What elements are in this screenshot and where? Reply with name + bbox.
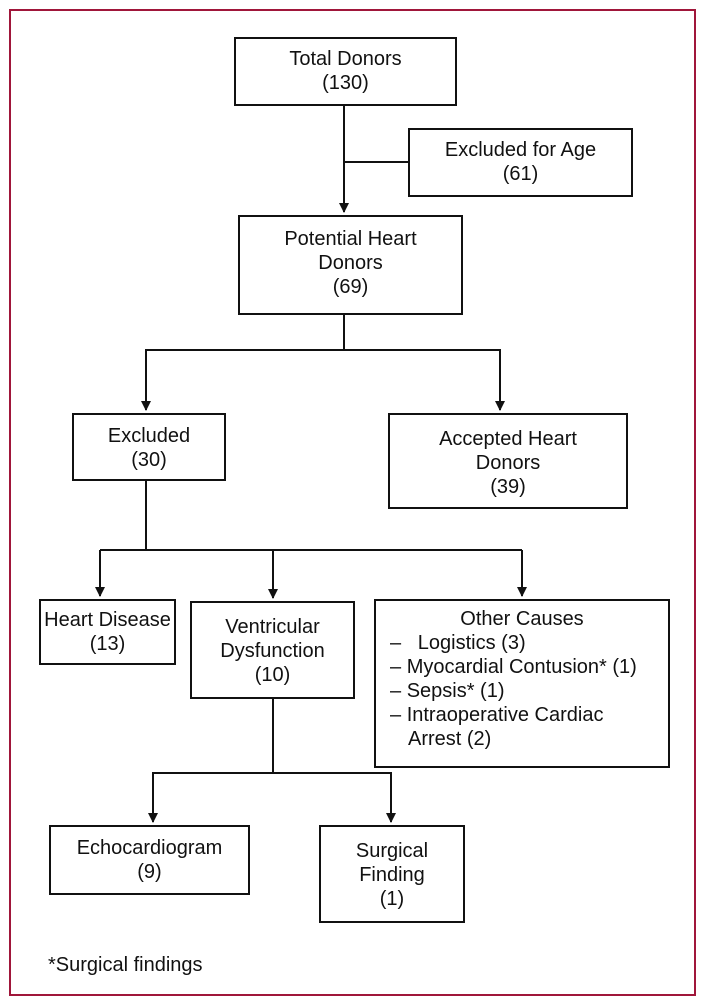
list-item-continuation: Arrest (2)	[408, 728, 492, 750]
connector-to-excluded	[141, 349, 344, 411]
node-count: (69)	[332, 276, 369, 298]
node-title: Other Causes	[460, 608, 584, 630]
node-count: (61)	[502, 163, 539, 185]
node-title: Heart Disease	[44, 609, 171, 631]
node-title-line1: Potential Heart	[284, 228, 417, 250]
node-echocardiogram: Echocardiogram (9)	[49, 825, 250, 895]
other-causes-list: – Logistics (3) – Myocardial Contusion* …	[390, 631, 668, 751]
node-total-donors: Total Donors (130)	[234, 37, 457, 106]
node-accepted-heart-donors: Accepted Heart Donors (39)	[388, 413, 628, 509]
node-title-line1: Surgical	[355, 840, 429, 862]
list-item: – Logistics (3)	[390, 632, 526, 654]
figure-frame	[9, 9, 696, 996]
node-heart-disease: Heart Disease (13)	[39, 599, 176, 665]
list-item: – Intraoperative Cardiac	[390, 704, 604, 726]
node-ventricular-dysfunction: Ventricular Dysfunction (10)	[190, 601, 355, 699]
node-title-line1: Ventricular	[225, 616, 320, 638]
node-count: (39)	[490, 476, 526, 498]
node-title-line2: Donors	[318, 252, 383, 274]
node-excluded: Excluded (30)	[72, 413, 226, 481]
node-potential-heart-donors: Potential Heart Donors (69)	[238, 215, 463, 315]
node-excluded-for-age: Excluded for Age (61)	[408, 128, 633, 197]
node-count: (9)	[137, 861, 162, 883]
node-title-line2: Finding	[359, 864, 425, 886]
connector-to-surgical	[273, 772, 396, 823]
node-count: (130)	[322, 72, 369, 94]
footnote: *Surgical findings	[48, 954, 203, 976]
list-item: – Sepsis* (1)	[390, 680, 505, 702]
node-title-line1: Accepted Heart	[439, 428, 577, 450]
node-count: (10)	[254, 664, 291, 686]
node-count: (30)	[131, 449, 167, 471]
connector-to-accepted	[344, 349, 505, 411]
node-other-causes: Other Causes – Logistics (3) – Myocardia…	[374, 599, 670, 768]
node-title: Excluded for Age	[444, 139, 597, 161]
node-title: Total Donors	[289, 48, 402, 70]
node-title-line2: Donors	[475, 452, 541, 474]
node-title: Echocardiogram	[76, 837, 223, 859]
node-count: (13)	[89, 633, 126, 655]
node-surgical-finding: Surgical Finding (1)	[319, 825, 465, 923]
list-item: – Myocardial Contusion* (1)	[390, 656, 637, 678]
node-title: Excluded	[107, 425, 191, 447]
connector-to-echo	[148, 772, 273, 823]
node-title-line2: Dysfunction	[220, 640, 325, 662]
node-count: (1)	[379, 888, 405, 910]
